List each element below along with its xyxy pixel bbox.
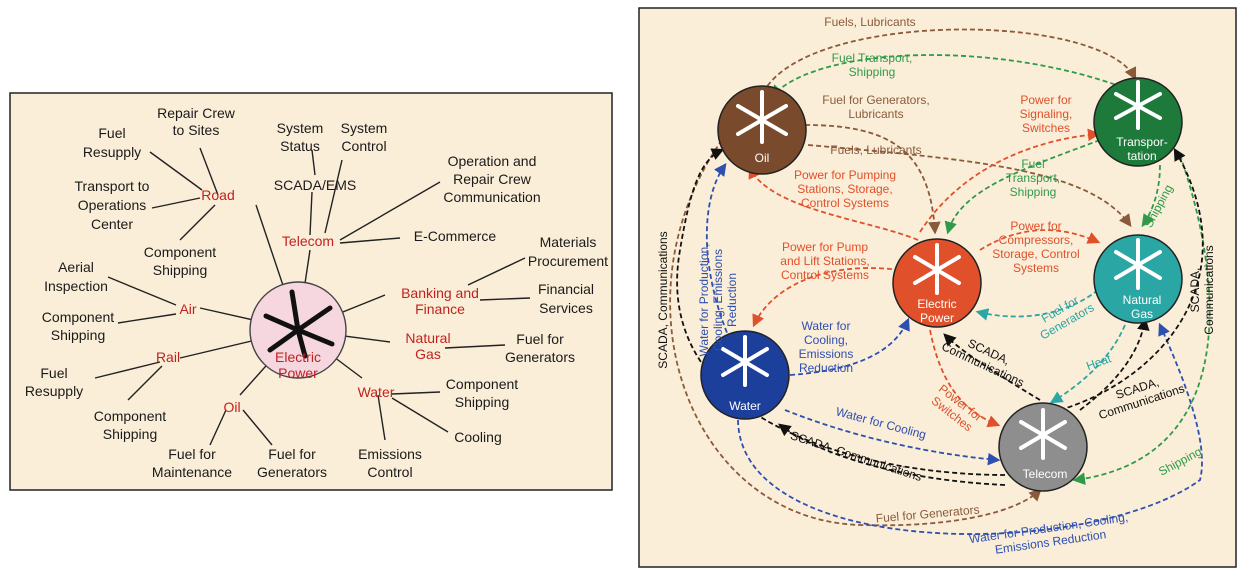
edge-electric-transport — [919, 128, 1101, 233]
hub-telecom: Telecom — [282, 233, 334, 249]
edge-transport-oil — [770, 54, 1131, 98]
edge-water-oil — [705, 162, 731, 341]
label-water-production: Water for Production,Cooling, EmissionsR… — [697, 244, 739, 357]
node-water: Water — [700, 330, 790, 420]
label-fuel-gen-lubricants: Fuel for Generators,Lubricants — [822, 93, 929, 121]
hub-rail: Rail — [156, 349, 180, 365]
edge-oil-natgas — [807, 144, 1132, 228]
edge-oil-telecom — [669, 139, 1042, 527]
label-scada-right: SCADA,Communications — [1188, 245, 1216, 334]
edge-telecom-natgas — [1079, 317, 1150, 411]
node-telecom-label: Telecom — [1023, 467, 1068, 481]
edge-natgas-telecom — [1049, 324, 1126, 404]
hub-banking-line1: Banking and — [401, 285, 479, 301]
edge-transport-natgas — [1141, 164, 1161, 228]
edge-electric-water — [752, 267, 901, 328]
hub-water: Water — [358, 384, 395, 400]
hub-air: Air — [179, 301, 196, 317]
center-label-line1: Electric — [275, 349, 321, 365]
hub-natgas-line2: Gas — [415, 346, 441, 362]
node-oil: Oil — [717, 85, 807, 175]
hub-oil: Oil — [223, 399, 240, 415]
left-connector-lines — [94, 147, 531, 446]
node-telecom: Telecom — [998, 402, 1088, 492]
leaf-scada-ems: SCADA/EMS — [274, 177, 356, 193]
edge-electric-oil — [748, 165, 919, 241]
node-transportation-label: Transpor-tation — [1116, 135, 1168, 163]
edge-telecom-oil — [676, 148, 1006, 476]
label-fuels-lubricants-top: Fuels, Lubricants — [824, 15, 915, 29]
edge-oil-electric — [804, 124, 941, 235]
hub-road: Road — [201, 187, 234, 203]
edge-telecom-water — [777, 423, 1006, 486]
edge-telecom-electric — [943, 333, 1041, 401]
node-oil-label: Oil — [755, 151, 770, 165]
edge-water-natgas — [737, 322, 1203, 535]
edge-electric-telecom — [929, 329, 1001, 428]
left-diagram: Electric Power Road Telecom Air Rail Oil… — [9, 92, 613, 491]
label-fuel-transport-shipping-top: Fuel Transport,Shipping — [832, 51, 913, 79]
label-scada-left: SCADA, Communications — [656, 231, 670, 368]
electric-power-center-icon — [263, 289, 335, 359]
edge-natgas-electric — [975, 289, 1099, 321]
hub-natgas-line1: Natural — [405, 330, 450, 346]
node-transportation: Transpor-tation — [1093, 77, 1183, 167]
node-water-label: Water — [729, 399, 761, 413]
hub-banking-line2: Finance — [415, 301, 465, 317]
leaf-ecommerce: E-Commerce — [414, 228, 497, 244]
leaf-cooling: Cooling — [454, 429, 501, 445]
edge-oil-transport-top — [759, 28, 1137, 101]
center-label-line2: Power — [278, 365, 318, 381]
label-fuels-lubricants-mid: Fuels, Lubricants — [830, 143, 921, 157]
edge-water-electric — [789, 317, 910, 376]
